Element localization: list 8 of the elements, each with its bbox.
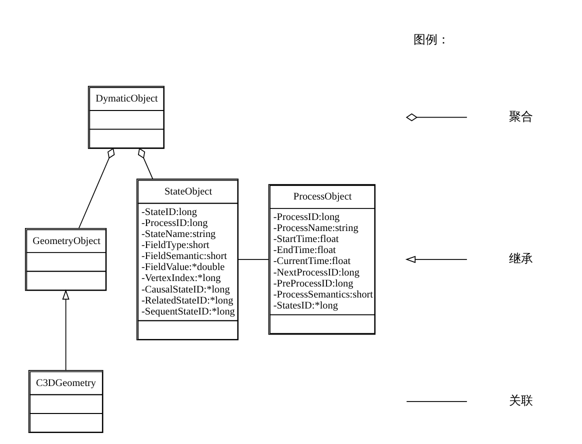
legend-label: 继承 [508,252,533,266]
connector [237,259,268,260]
label: 图例： [413,32,450,46]
arrow [62,289,69,371]
legend-label: 关联 [508,394,533,408]
connector [137,148,153,180]
connector [78,148,114,229]
legend-label: 聚合 [508,109,533,124]
